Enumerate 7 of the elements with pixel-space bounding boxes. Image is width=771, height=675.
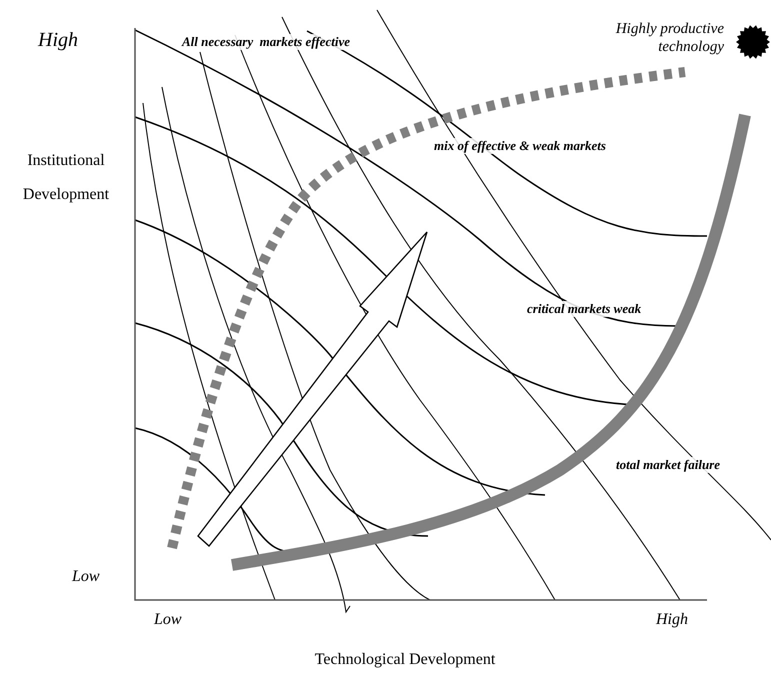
axis-title: Institutional Development — [22, 151, 110, 205]
axis-label: High — [656, 610, 689, 630]
annotation-label: Highly productive technology — [614, 20, 724, 56]
axis-title: Technological Development — [314, 650, 496, 670]
axis-label: Low — [72, 567, 101, 586]
axis-label: High — [38, 28, 79, 52]
axis-label: Low — [154, 610, 183, 630]
